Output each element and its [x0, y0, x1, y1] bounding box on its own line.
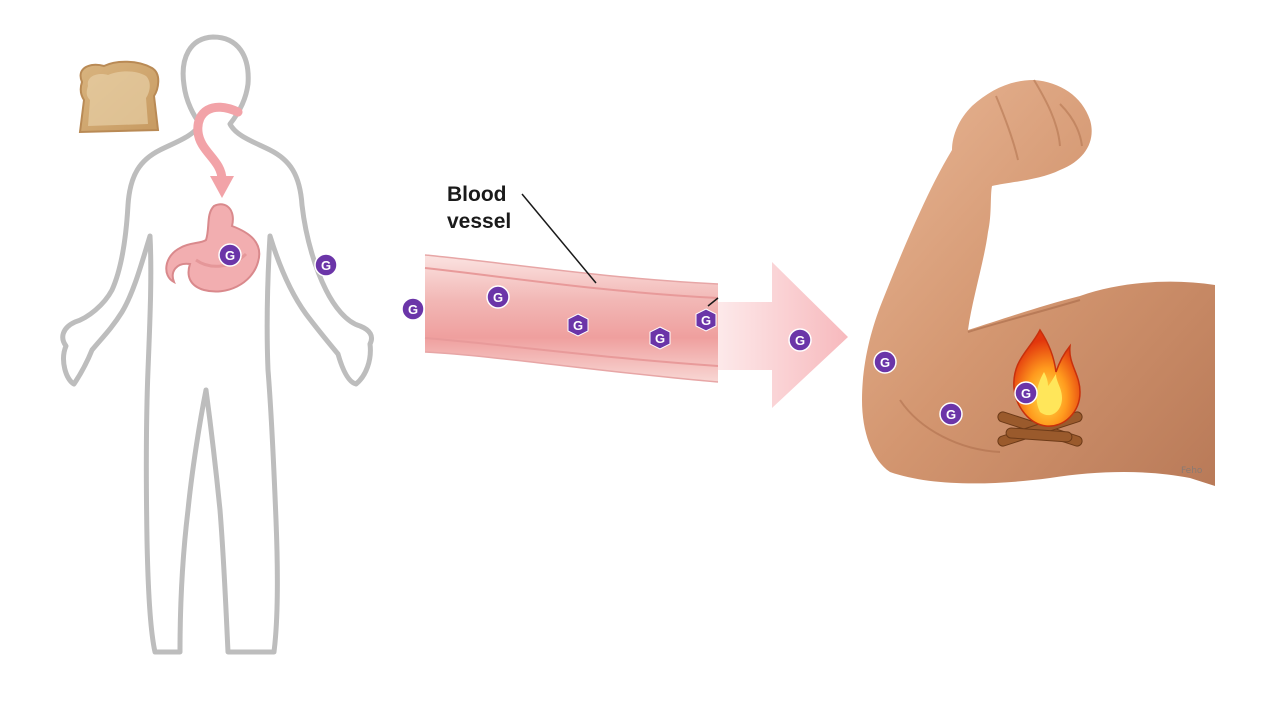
- glucose-marker-muscle: [1014, 381, 1038, 405]
- glucose-letter: G: [701, 313, 711, 328]
- glucose-marker-vessel-2: [567, 313, 589, 337]
- blood-vessel-pointer: [521, 193, 597, 284]
- glucose-marker-arrow: [788, 328, 812, 352]
- blood-vessel-label-line2: vessel: [447, 210, 512, 233]
- glucose-marker-vessel-3: [649, 326, 671, 350]
- glucose-markers: [218, 243, 1038, 426]
- glucose-letter: G: [880, 355, 890, 370]
- flexed-arm: [862, 79, 1215, 486]
- glucose-marker-arm-1: [873, 350, 897, 374]
- bread-slice-icon: [78, 60, 160, 134]
- glucose-letter: G: [573, 318, 583, 333]
- stomach-icon: [165, 203, 261, 293]
- glucose-marker-vessel-1: [486, 285, 510, 309]
- glucose-letter: G: [655, 331, 665, 346]
- transport-arrow: [718, 262, 848, 408]
- human-body-outline: [60, 34, 375, 655]
- glucose-letter: G: [493, 290, 503, 305]
- glucose-letter: G: [946, 407, 956, 422]
- glucose-letter: G: [1021, 386, 1031, 401]
- glucose-marker-body: [314, 253, 338, 277]
- glucose-marker-vessel-entry: [401, 297, 425, 321]
- glucose-letter: G: [321, 258, 331, 273]
- glucose-letter: G: [795, 333, 805, 348]
- glucose-letter: G: [408, 302, 418, 317]
- glucose-marker-vessel-4: [695, 308, 717, 332]
- glucose-letters: G G G G G G G G G G G: [225, 248, 1031, 422]
- glucose-marker-arm-2: [939, 402, 963, 426]
- blood-vessel-label-line1: Blood: [447, 183, 507, 206]
- glucose-marker-stomach: [218, 243, 242, 267]
- photo-credit: Feho: [1181, 466, 1203, 476]
- glucose-letter: G: [225, 248, 235, 263]
- digestion-arrow: [193, 102, 243, 198]
